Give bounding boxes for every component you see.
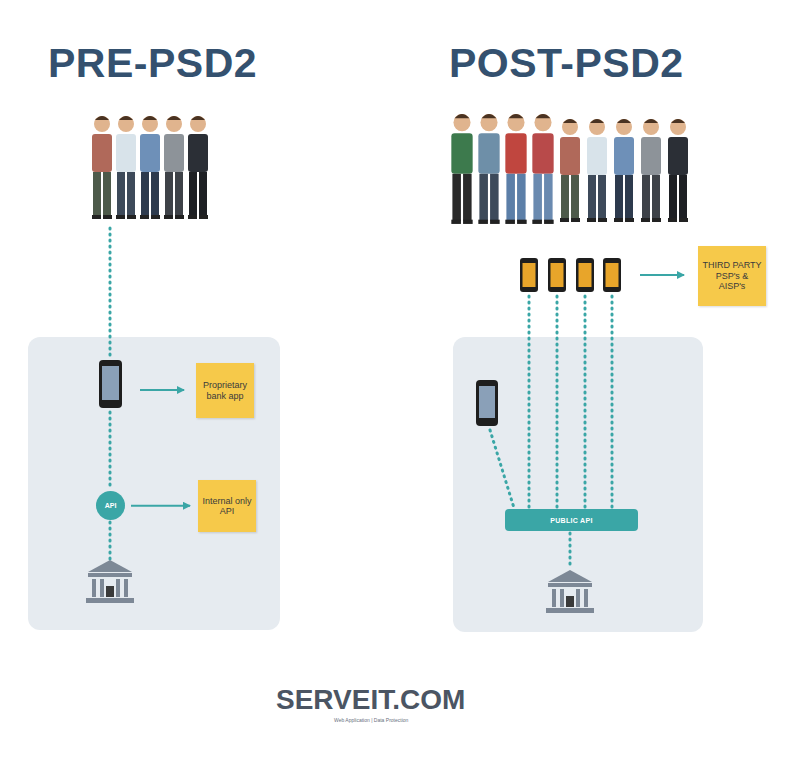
arrow <box>640 274 684 276</box>
sticky-note: THIRD PARTY PSP's & AISP's <box>698 246 766 306</box>
watermark: SERVEIT.COM <box>276 684 465 716</box>
sticky-note: Proprietary bank app <box>196 363 254 418</box>
panel <box>453 337 703 632</box>
phone <box>99 360 498 426</box>
heading: PRE-PSD2 <box>48 40 257 87</box>
phone <box>520 258 621 292</box>
node-text: THIRD PARTY PSP's & AISP's <box>702 260 762 291</box>
node-text: PUBLIC API <box>550 517 592 524</box>
tagline: Web Application | Data Protection <box>334 717 408 723</box>
node-text: Internal only API <box>202 496 252 517</box>
arrow <box>140 389 184 391</box>
api-band: PUBLIC API <box>505 509 638 531</box>
node-text: Proprietary bank app <box>200 380 250 401</box>
api-gear: API <box>96 491 125 520</box>
people <box>92 114 688 224</box>
heading: POST-PSD2 <box>449 40 684 87</box>
panel <box>28 337 280 630</box>
bank-icon <box>546 570 594 613</box>
bank-icon <box>86 560 134 603</box>
node-text: API <box>105 502 117 509</box>
connector-arrow <box>131 505 190 507</box>
sticky-note: Internal only API <box>198 480 256 532</box>
